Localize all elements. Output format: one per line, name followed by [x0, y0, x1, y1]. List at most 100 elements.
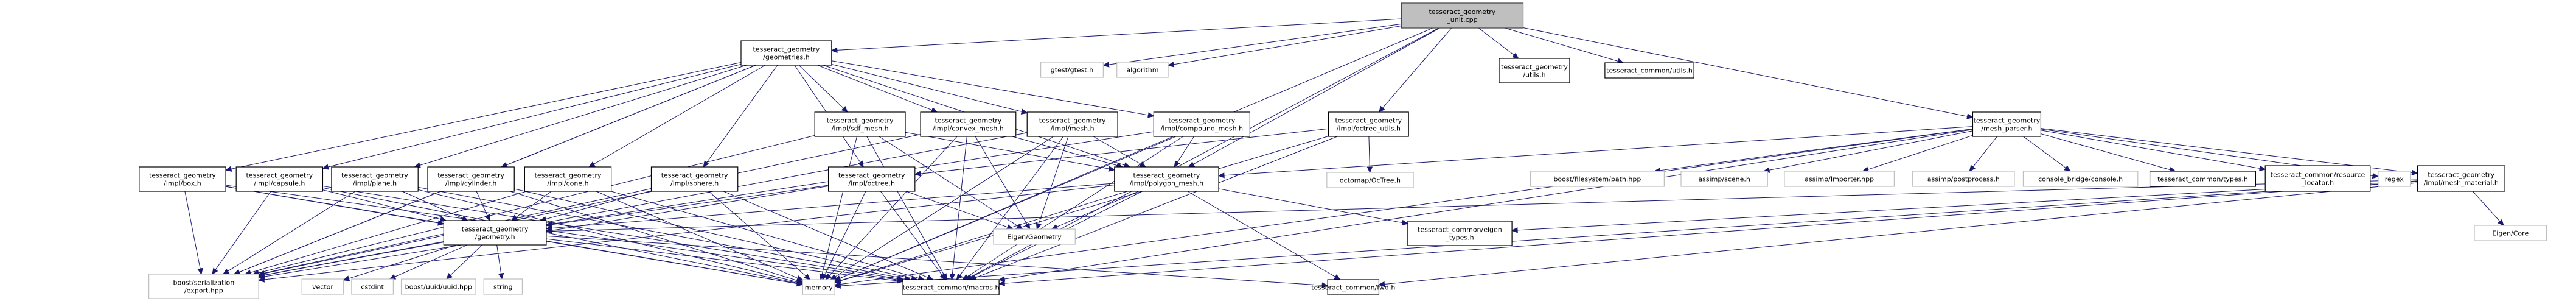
edge-cone-to-export: [250, 191, 527, 273]
node-fs-path: boost/filesystem/path.hpp: [1530, 171, 1665, 187]
arrowhead-icon: [1024, 222, 1031, 230]
edge-geometry-to-export: [263, 242, 444, 276]
edge-octree-to-eigen_geometry: [906, 191, 1008, 228]
node-box: [814, 111, 906, 137]
node-macros[interactable]: tesseract_common/macros.h: [902, 279, 1000, 295]
node-label: tesseract_geometry: [827, 117, 894, 125]
edge-plane-to-export: [228, 191, 356, 272]
edge-plane-to-memory: [418, 189, 798, 283]
node-label: boost/serialization: [173, 279, 234, 287]
arrowhead-icon: [510, 214, 518, 221]
node-geom-utils[interactable]: tesseract_geometry/utils.h: [1499, 58, 1570, 83]
node-cylinder[interactable]: tesseract_geometry/impl/cylinder.h: [427, 166, 515, 192]
edge-geometry-to-macros: [546, 238, 898, 281]
node-cone[interactable]: tesseract_geometry/impl/cone.h: [524, 166, 612, 192]
arrowhead-icon: [1036, 222, 1042, 230]
node-mesh[interactable]: tesseract_geometry/impl/mesh.h: [1026, 111, 1118, 137]
arrowhead-icon: [197, 267, 203, 275]
arrowhead-icon: [257, 272, 265, 278]
node-label: _locator.h: [2301, 179, 2334, 187]
arrowhead-icon: [1174, 160, 1180, 168]
node-octree-utils[interactable]: tesseract_geometry/impl/octree_utils.h: [1328, 111, 1409, 137]
node-box: [1407, 221, 1513, 246]
node-mesh-material[interactable]: tesseract_geometry/impl/mesh_material.h: [2417, 165, 2505, 192]
arrowhead-icon: [1966, 113, 1974, 119]
node-box: [1026, 111, 1118, 137]
node-resource-locator[interactable]: tesseract_common/resource_locator.h: [2264, 165, 2371, 192]
edge-mesh_parser-to-macros: [1004, 129, 1973, 280]
node-label: boost/filesystem/path.hpp: [1553, 175, 1641, 183]
arrowhead-icon: [796, 280, 804, 287]
node-box: [2474, 225, 2547, 241]
node-root[interactable]: tesseract_geometry_unit.cpp: [1401, 2, 1524, 29]
edge-root-to-algorithm: [1173, 25, 1402, 65]
arrowhead-icon: [830, 274, 837, 280]
arrowhead-icon: [830, 47, 838, 54]
node-box: [920, 111, 1017, 137]
node-mesh-parser[interactable]: tesseract_geometry/mesh_parser.h: [1972, 111, 2042, 137]
edge-geometry-to-vector: [349, 244, 456, 279]
node-label: /impl/mesh.h: [1051, 125, 1095, 133]
node-box: [993, 228, 1076, 245]
node-polygon-mesh[interactable]: tesseract_geometry/impl/polygon_mesh.h: [1114, 166, 1219, 192]
arrowhead-icon: [1334, 274, 1341, 280]
node-box: [443, 220, 547, 246]
node-label: tesseract_geometry: [341, 172, 408, 180]
node-geometry[interactable]: tesseract_geometry/geometry.h: [443, 220, 547, 246]
node-capsule[interactable]: tesseract_geometry/impl/capsule.h: [235, 166, 324, 192]
edge-polygon_mesh-to-geometry: [551, 183, 1115, 229]
edge-compound_mesh-to-memory: [840, 136, 1174, 279]
edge-mesh_material-to-macros: [1004, 181, 2418, 284]
node-console-bridge: console_bridge/console.h: [2022, 171, 2139, 187]
node-sdf-mesh[interactable]: tesseract_geometry/impl/sdf_mesh.h: [814, 111, 906, 137]
edge-cylinder-to-export: [238, 191, 441, 273]
node-cstdint: cstdint: [351, 278, 394, 295]
arrowhead-icon: [930, 107, 938, 113]
node-regex: regex: [2378, 171, 2411, 187]
arrowhead-icon: [257, 277, 265, 283]
edge-mesh_parser-to-memory: [840, 129, 1973, 285]
node-sphere[interactable]: tesseract_geometry/impl/sphere.h: [650, 166, 739, 192]
node-geometries[interactable]: tesseract_geometry/geometries.h: [740, 40, 832, 66]
node-label: _types.h: [1445, 234, 1474, 242]
arrowhead-icon: [2372, 172, 2379, 179]
edge-convex_mesh-to-memory: [829, 136, 958, 276]
node-convex-mesh[interactable]: tesseract_geometry/impl/convex_mesh.h: [920, 111, 1017, 137]
arrowhead-icon: [914, 171, 921, 177]
node-compound-mesh[interactable]: tesseract_geometry/impl/compound_mesh.h: [1153, 111, 1250, 137]
node-box: [740, 40, 832, 66]
node-common-types[interactable]: tesseract_common/types.h: [2149, 171, 2257, 187]
edge-box-to-macros: [226, 185, 898, 280]
edge-mesh_parser-to-assimp_importer: [1868, 135, 1973, 170]
node-eigen-geometry: Eigen/Geometry: [993, 228, 1076, 245]
node-label: boost/uuid/uuid.hpp: [405, 283, 472, 291]
node-memory: memory: [802, 279, 835, 295]
node-octree[interactable]: tesseract_geometry/impl/octree.h: [827, 166, 916, 192]
arrowhead-icon: [1167, 62, 1175, 68]
arrowhead-icon: [2259, 165, 2266, 172]
arrowhead-icon: [825, 273, 832, 280]
arrowhead-icon: [939, 273, 946, 280]
node-box: [1912, 171, 2015, 187]
arrowhead-icon: [1102, 62, 1110, 68]
node-vector: vector: [301, 278, 344, 295]
edge-capsule-to-export: [215, 191, 271, 270]
node-eigen-types[interactable]: tesseract_common/eigen_types.h: [1407, 221, 1513, 246]
node-box: [827, 166, 916, 192]
node-label: /impl/convex_mesh.h: [933, 125, 1004, 133]
edge-compound_mesh-to-polygon_mesh: [1177, 136, 1194, 163]
node-label: tesseract_geometry: [838, 172, 905, 180]
node-box[interactable]: tesseract_geometry/impl/box.h: [139, 166, 226, 192]
node-fwd[interactable]: tesseract_common/fwd.h: [1311, 279, 1395, 295]
arrowhead-icon: [212, 267, 218, 275]
node-common-utils[interactable]: tesseract_common/utils.h: [1604, 62, 1694, 79]
node-plane[interactable]: tesseract_geometry/impl/plane.h: [331, 166, 419, 192]
node-label: tesseract_geometry: [1039, 117, 1106, 125]
edge-octree-to-geometry: [551, 185, 829, 225]
arrowhead-icon: [2498, 219, 2504, 226]
node-label: /impl/cone.h: [547, 180, 588, 188]
edge-mesh-to-polygon_mesh: [1093, 136, 1141, 164]
nodes-layer: tesseract_geometry_unit.cpp tesseract_geo…: [139, 2, 2547, 299]
node-label: tesseract_geometry: [1974, 117, 2041, 125]
arrowhead-icon: [1511, 227, 1518, 233]
